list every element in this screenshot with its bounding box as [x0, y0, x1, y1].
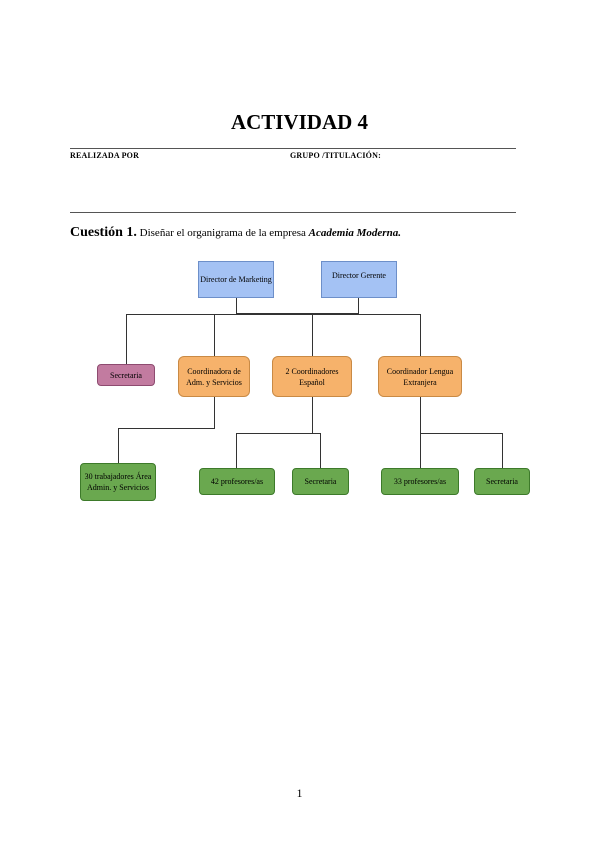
- page-title: ACTIVIDAD 4: [230, 110, 369, 134]
- secretaria-extranjera-box: Secretaria: [474, 468, 530, 495]
- coord-admin-box: Coordinadora de Adm. y Servicios: [178, 356, 250, 397]
- profesores-42-box: 42 profesores/as: [199, 468, 275, 495]
- director-gerente-box: Director Gerente: [321, 261, 397, 298]
- director-marketing-box: Director de Marketing: [198, 261, 274, 298]
- secretaria-espanol-box: Secretaria: [292, 468, 349, 495]
- header-rule-bottom: [70, 212, 516, 213]
- trabajadores-box: 30 trabajadores Área Admin. y Servicios: [80, 463, 156, 501]
- page-number: 1: [296, 786, 303, 800]
- secretaria-top-box: Secretaria: [97, 364, 155, 386]
- question-text: Diseñar el organigrama de la empresa: [139, 227, 306, 239]
- coord-lengua-box: Coordinador Lengua Extranjera: [378, 356, 462, 397]
- header-rule-top: [70, 148, 516, 149]
- question-label: Cuestión 1.: [70, 225, 137, 240]
- profesores-33-box: 33 profesores/as: [381, 468, 459, 495]
- question-company: Academia Moderna.: [308, 227, 401, 239]
- question-line: Cuestión 1. Diseñar el organigrama de la…: [70, 225, 401, 241]
- grupo-label: GRUPO /TITULACIÓN:: [290, 151, 381, 160]
- realizado-label: REALIZADA POR: [70, 151, 140, 160]
- coord-espanol-box: 2 Coordinadores Español: [272, 356, 352, 397]
